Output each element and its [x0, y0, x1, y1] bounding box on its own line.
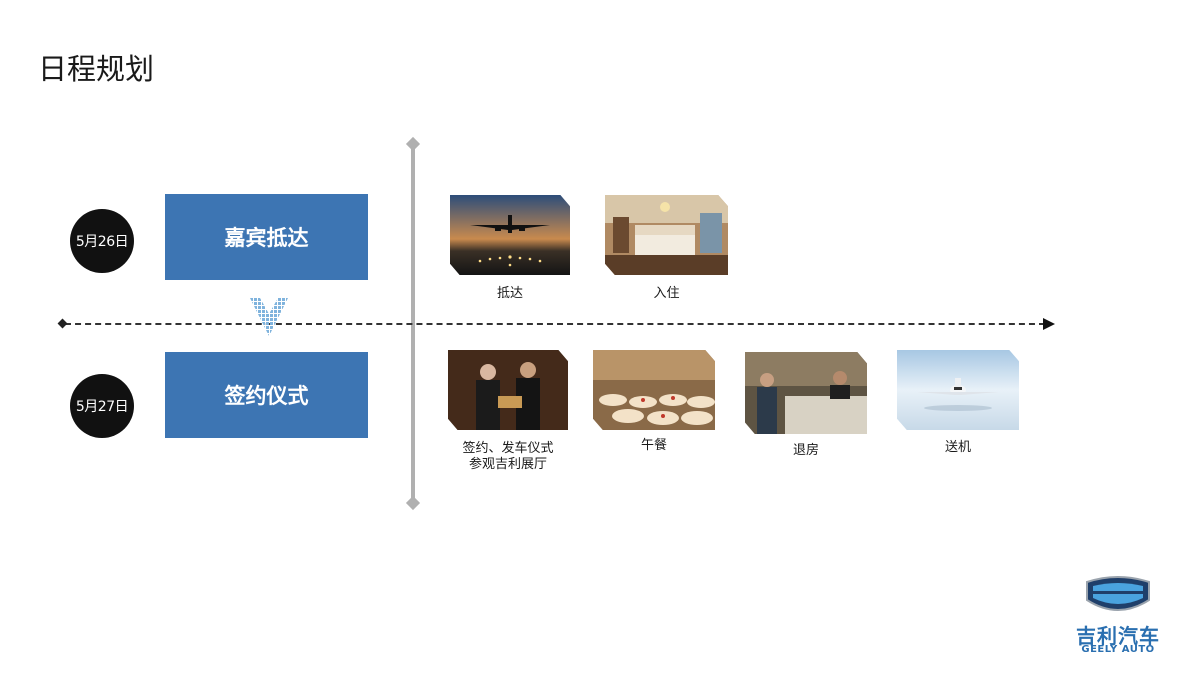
geely-shield-icon — [1086, 576, 1150, 611]
logo-cn-text: 吉利汽车 — [1076, 624, 1160, 648]
handshake-photo — [448, 350, 568, 430]
logo-en-text: GEELY AUTO — [1081, 644, 1155, 655]
hotel-room-photo — [605, 195, 728, 275]
hotel-reception-photo — [745, 352, 867, 434]
caption-airport-drop-off: 送机 — [944, 440, 971, 455]
day1-title-box: 嘉宾抵达 — [165, 194, 368, 280]
date-badge-day2: 5月27日 — [70, 374, 134, 438]
caption-check-in: 入住 — [653, 286, 680, 301]
timeline-arrow-icon — [1043, 318, 1055, 330]
caption-signing-line1: 签约、发车仪式 — [462, 441, 554, 456]
caption-lunch: 午餐 — [640, 438, 667, 453]
caption-check-out: 退房 — [792, 443, 819, 458]
private-jet-photo — [897, 350, 1019, 430]
date-badge-day1: 5月26日 — [70, 209, 134, 273]
timeline-start-marker — [57, 318, 68, 329]
caption-arrival: 抵达 — [496, 286, 523, 301]
caption-signing-line2: 参观吉利展厅 — [468, 457, 547, 472]
axis-bottom-cap — [405, 495, 421, 511]
axis-top-cap — [405, 136, 421, 152]
airplane-landing-photo — [450, 195, 570, 275]
horizontal-timeline — [65, 323, 1045, 325]
chevron-down-icon — [250, 298, 288, 336]
day2-title-box: 签约仪式 — [165, 352, 368, 438]
banquet-hall-photo — [593, 350, 715, 430]
page-title: 日程规划 — [38, 52, 155, 86]
